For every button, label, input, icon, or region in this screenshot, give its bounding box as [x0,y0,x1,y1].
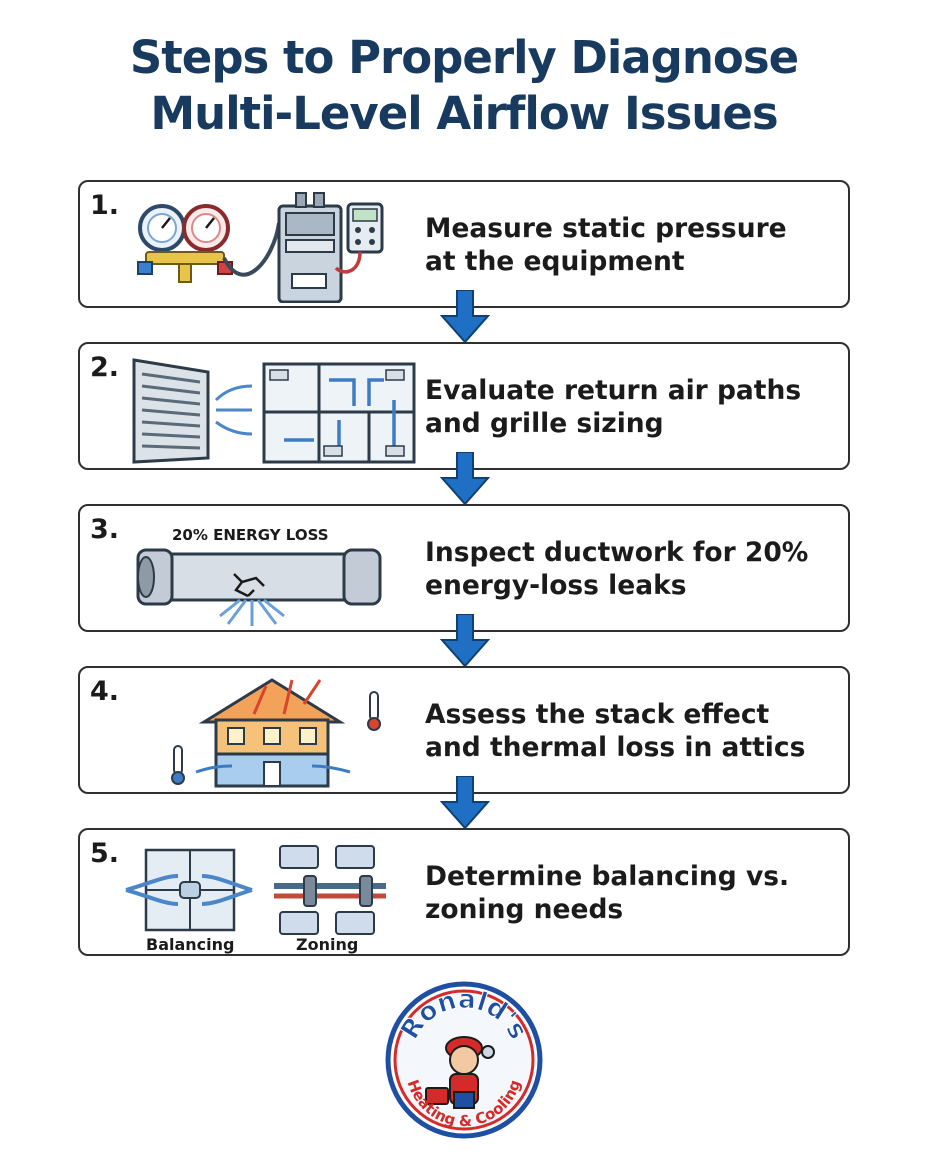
down-arrow-icon [440,290,490,344]
step-label-line-1: Measure static pressure [425,213,787,244]
balancing-zoning-icon: Balancing Zoning [125,845,386,954]
house-thermometer-icon [171,678,381,788]
step-label-line-1: Assess the stack effect [425,699,770,730]
step-5-card: 5. Balancing Zoning Determine balancing … [78,828,850,956]
energy-loss-caption: 20% ENERGY LOSS [172,526,329,544]
down-arrow-icon [440,614,490,668]
step-number: 3. [90,514,120,545]
step-number: 4. [90,676,120,707]
step-number: 5. [90,838,120,869]
step-number: 1. [90,190,120,221]
step-label: Evaluate return air paths and grille siz… [425,374,840,440]
step-3-card: 3. 20% ENERGY LOSS Inspect ductwork for … [78,504,850,632]
step-label: Measure static pressure at the equipment [425,212,840,278]
balancing-caption: Balancing [146,935,234,954]
pressure-gauge-furnace-icon [137,192,384,303]
step-label-line-2: at the equipment [425,246,685,277]
step-label-line-2: energy-loss leaks [425,570,687,601]
step-label: Determine balancing vs. zoning needs [425,860,840,926]
step-2-card: 2. Evaluate return air paths and grille [78,342,850,470]
step-label-line-1: Inspect ductwork for 20% [425,537,809,568]
title-line-1: Steps to Properly Diagnose [129,31,799,84]
step-label-line-2: zoning needs [425,894,624,925]
step-label: Inspect ductwork for 20% energy-loss lea… [425,536,840,602]
step-4-card: 4. Assess the stack effect and thermal l… [78,666,850,794]
step-label-line-2: and grille sizing [425,408,664,439]
technician-mascot-icon [425,1036,495,1109]
return-grille-floorplan-icon [132,358,416,464]
company-logo: Ronald's Heating & Cooling [385,981,543,1139]
step-label-line-2: and thermal loss in attics [425,732,806,763]
step-1-card: 1. Measure static pressure at the equipm… [78,180,850,308]
down-arrow-icon [440,452,490,506]
leaking-duct-icon: 20% ENERGY LOSS [136,526,382,626]
step-label-line-1: Evaluate return air paths [425,375,802,406]
step-number: 2. [90,352,120,383]
down-arrow-icon [440,776,490,830]
zoning-caption: Zoning [296,935,358,954]
title-line-2: Multi-Level Airflow Issues [150,87,778,140]
step-label: Assess the stack effect and thermal loss… [425,698,840,764]
step-label-line-1: Determine balancing vs. [425,861,790,892]
page-title: Steps to Properly Diagnose Multi-Level A… [0,30,928,142]
